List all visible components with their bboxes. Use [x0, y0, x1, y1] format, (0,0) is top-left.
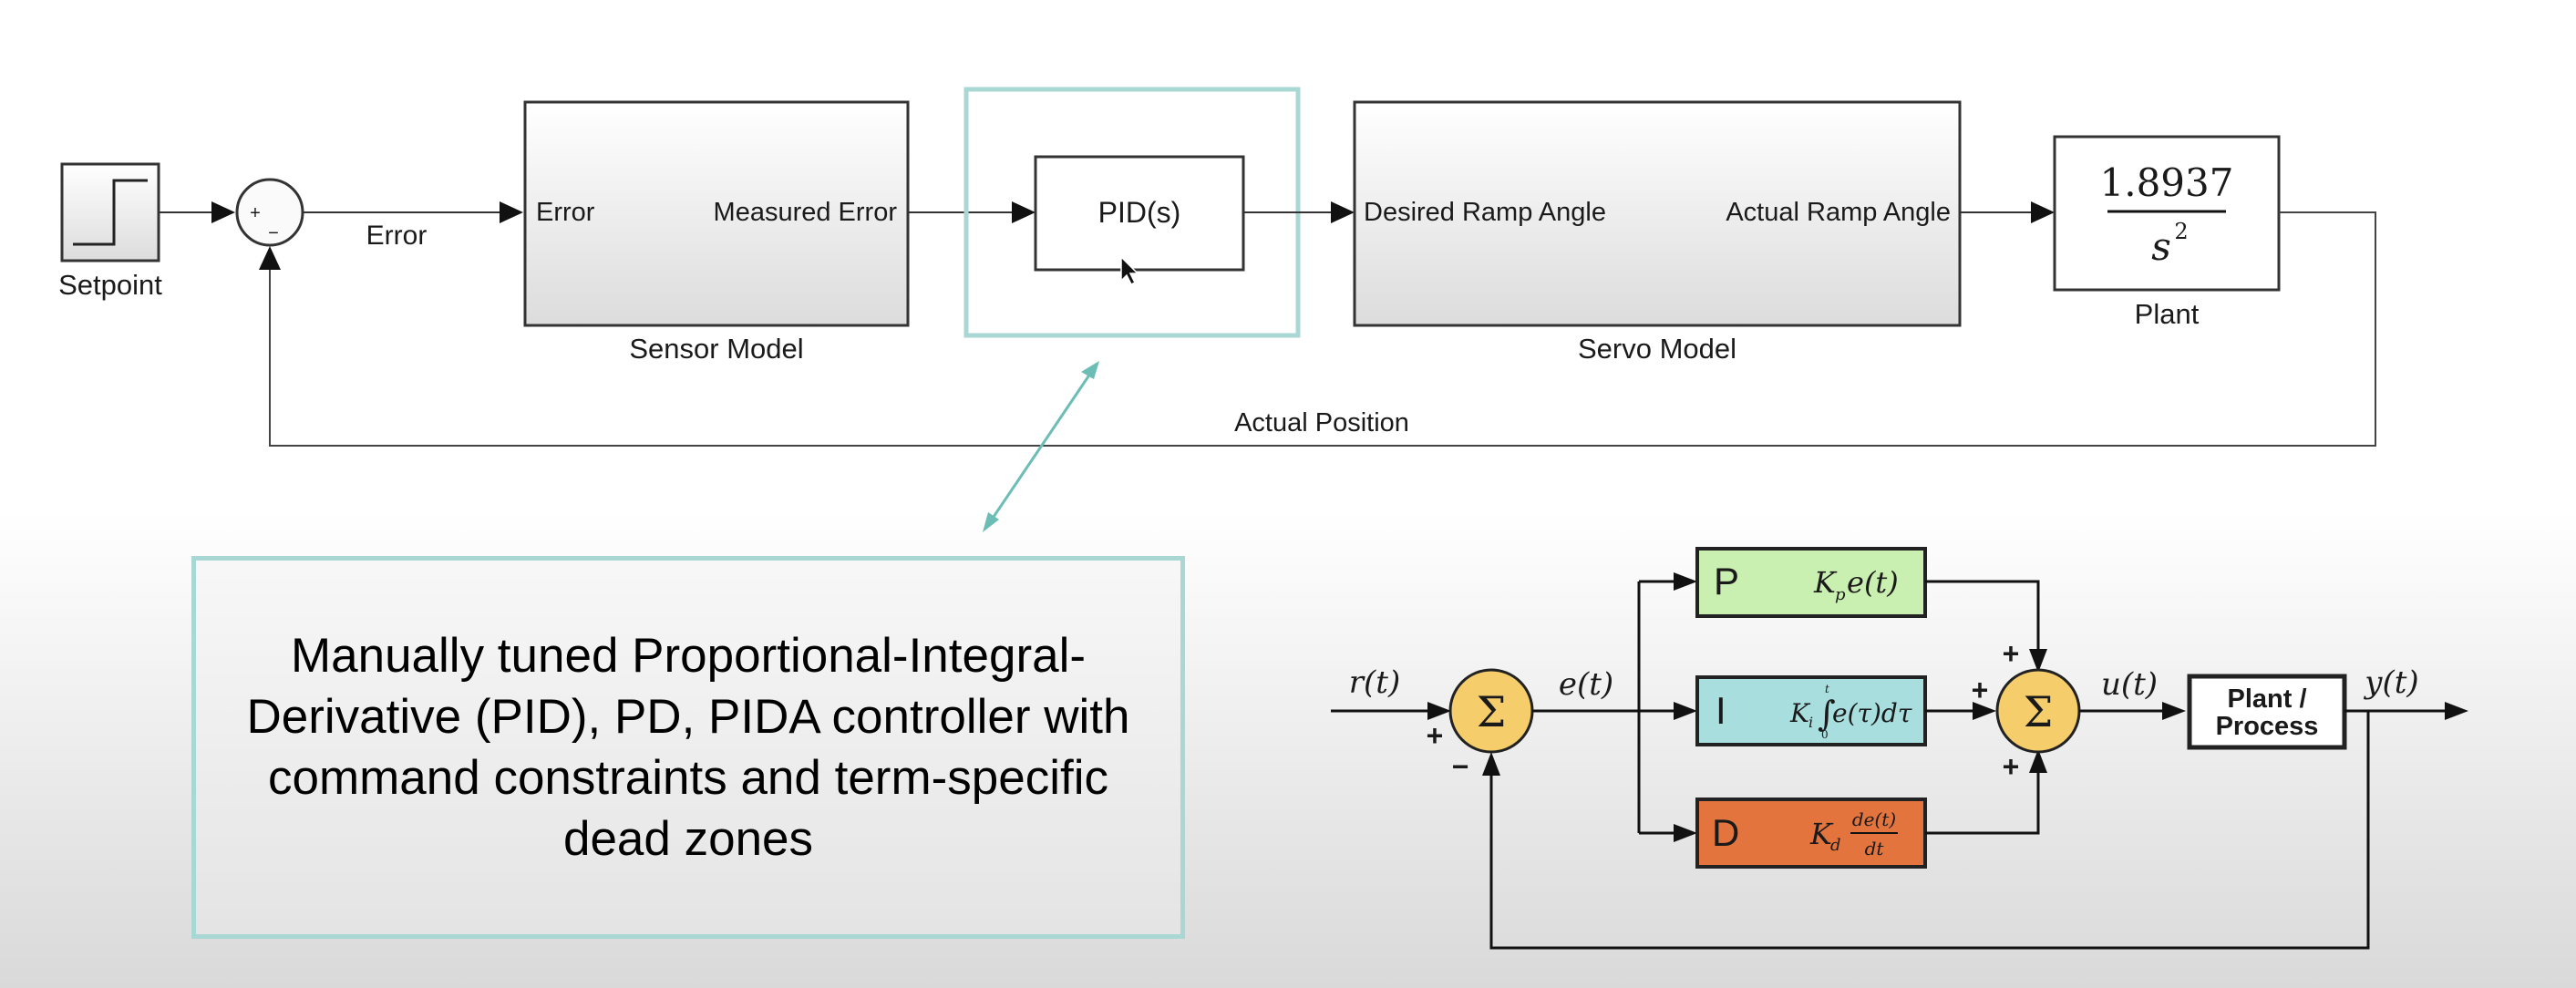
input-signal-label: r(t): [1349, 664, 1400, 701]
p-term-expression: e(t): [1847, 565, 1899, 600]
plant-block[interactable]: [2053, 135, 2281, 292]
servo-output-port-label: Actual Ramp Angle: [1726, 198, 1951, 227]
mouse-cursor-icon: [1120, 255, 1139, 286]
i-term-expression: e(τ)dτ: [1832, 698, 1912, 728]
p-term-gain: K: [1813, 565, 1838, 600]
arrow-head: [211, 201, 235, 223]
control-signal-label: u(t): [2101, 666, 2158, 703]
sum-plus-sign: +: [1427, 719, 1444, 752]
i-term-integral: ∫: [1818, 694, 1836, 734]
plant-process-block: [2187, 674, 2347, 750]
pid-block-diagram: r(t) Σ + − e(t) P K p e(t) I K i ∫ t 0 e…: [1331, 547, 2468, 950]
error-signal-label: Error: [366, 221, 428, 251]
p-term-block: [1695, 547, 1927, 618]
connector-double-arrow: [983, 361, 1099, 532]
d-term-gain: K: [1809, 817, 1834, 851]
servo-input-port-label: Desired Ramp Angle: [1364, 198, 1606, 227]
plant-process-line2: Process: [2216, 712, 2319, 741]
plant-exponent: 2: [2174, 219, 2188, 244]
sum-symbol: Σ: [1477, 687, 1507, 736]
d-term-letter: D: [1712, 811, 1739, 854]
sensor-output-port-label: Measured Error: [714, 198, 898, 227]
i-term-gain: K: [1789, 698, 1811, 728]
arrow-head: [1331, 201, 1355, 223]
d-term-subscript: d: [1830, 836, 1841, 855]
sum-symbol: Σ: [2024, 687, 2054, 736]
plant-denominator: s: [2151, 224, 2171, 269]
setpoint-label: Setpoint: [58, 269, 162, 301]
arrow-head: [2031, 201, 2055, 223]
i-term-letter: I: [1716, 689, 1726, 732]
sum-minus-sign: −: [268, 223, 279, 243]
d-term-fraction-numerator: de(t): [1852, 808, 1896, 830]
error-signal-label: e(t): [1559, 666, 1613, 703]
output-signal-label: y(t): [2363, 664, 2418, 701]
arrow-head: [1012, 201, 1036, 223]
description-text: Manually tuned Proportional-Integral-Der…: [246, 629, 1130, 866]
feedback-label: Actual Position: [1234, 408, 1409, 437]
sensor-model-name: Sensor Model: [629, 333, 803, 365]
pid-block-label: PID(s): [1098, 196, 1181, 229]
servo-model-name: Servo Model: [1578, 333, 1736, 365]
pid-block[interactable]: [1034, 155, 1245, 272]
plant-numerator: 1.8937: [2100, 160, 2234, 205]
d-term-fraction-denominator: dt: [1865, 838, 1885, 859]
sum-minus-sign: −: [1452, 750, 1469, 783]
i-term-block: [1695, 675, 1927, 746]
i-term-upper-limit: t: [1825, 683, 1829, 695]
sensor-model-block[interactable]: [523, 100, 910, 327]
sum-plus-sign: +: [250, 203, 261, 223]
sum-plus-sign: +: [2003, 637, 2020, 670]
p-term-subscript: p: [1835, 585, 1846, 604]
p-term-letter: P: [1714, 560, 1739, 602]
plant-name: Plant: [2135, 298, 2200, 330]
i-term-subscript: i: [1808, 714, 1813, 731]
arrow-head: [500, 201, 523, 223]
sum-plus-sign: +: [1972, 674, 1989, 706]
setpoint-block[interactable]: [60, 162, 160, 262]
feedback-line: [269, 211, 2376, 447]
description-box: Manually tuned Proportional-Integral-Der…: [191, 556, 1185, 939]
sensor-input-port-label: Error: [536, 198, 595, 227]
plant-process-line1: Plant /: [2227, 684, 2306, 714]
sum-plus-sign: +: [2003, 750, 2020, 783]
servo-model-block[interactable]: [1353, 100, 1962, 327]
arrow-head: [259, 246, 281, 270]
i-term-lower-limit: 0: [1821, 728, 1829, 741]
